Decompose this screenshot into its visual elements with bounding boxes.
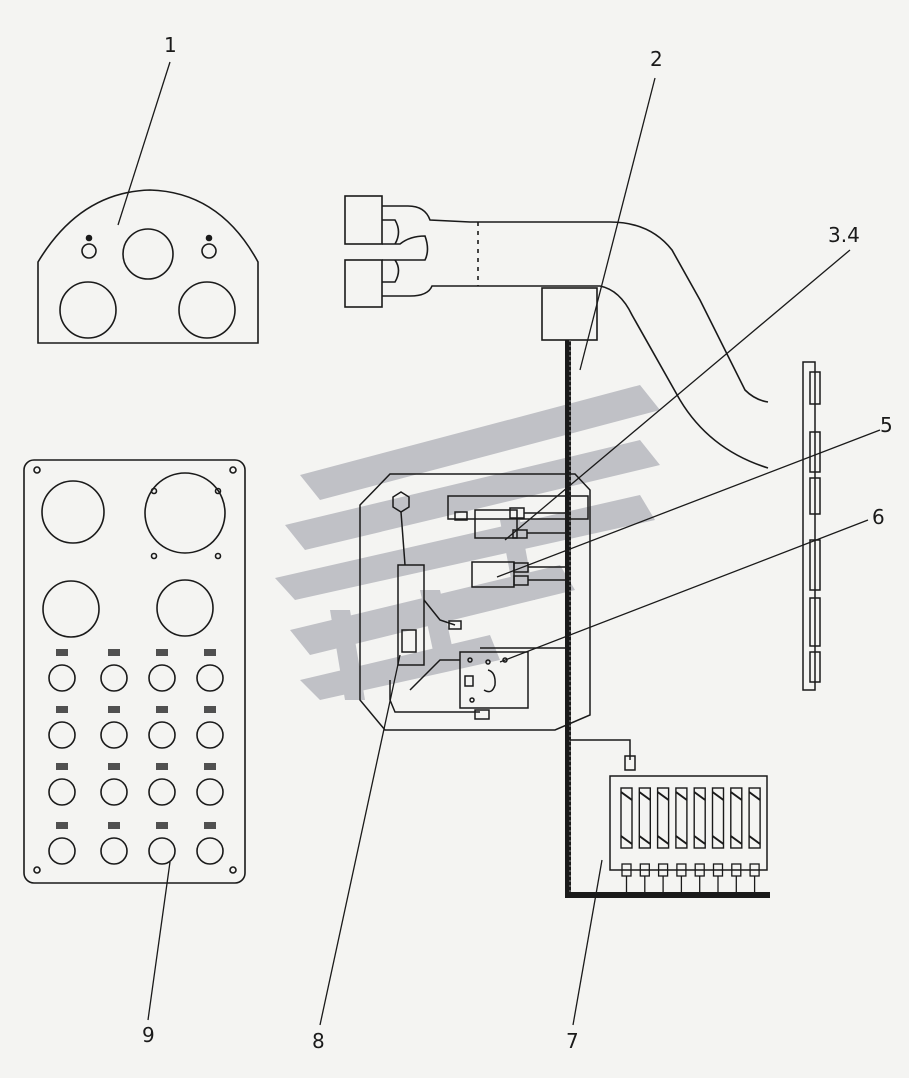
indicator-lamp bbox=[196, 664, 224, 692]
label-2: 2 bbox=[650, 47, 663, 71]
gauge-cluster-1 bbox=[37, 189, 259, 344]
indicator-symbol-icon bbox=[156, 763, 168, 770]
harness-assembly-2 bbox=[344, 195, 769, 469]
connector-upper bbox=[344, 195, 383, 245]
label-7: 7 bbox=[566, 1029, 579, 1053]
fuse-clip bbox=[730, 791, 743, 801]
gauge-center bbox=[122, 228, 174, 280]
relay-34 bbox=[474, 509, 518, 539]
relay-5 bbox=[471, 561, 515, 588]
relay-6 bbox=[459, 651, 529, 709]
indicator-lamp bbox=[148, 778, 176, 806]
label-6: 6 bbox=[872, 505, 885, 529]
fuse-clip bbox=[638, 835, 651, 845]
label-1: 1 bbox=[164, 33, 177, 57]
fuse-clip bbox=[620, 835, 633, 845]
fuse-clip bbox=[657, 835, 670, 845]
gauge-right bbox=[178, 281, 236, 339]
indicator-symbol-icon bbox=[156, 649, 168, 656]
indicator-lamp bbox=[196, 837, 224, 865]
fuse bbox=[638, 787, 651, 849]
label-8: 8 bbox=[312, 1029, 325, 1053]
fuse-clip bbox=[730, 835, 743, 845]
fuse bbox=[711, 787, 725, 849]
indicator-lamp bbox=[196, 721, 224, 749]
indicator-lamp bbox=[100, 664, 128, 692]
indicator-lamp bbox=[196, 778, 224, 806]
main-cable bbox=[565, 340, 770, 898]
indicator-lamp bbox=[100, 721, 128, 749]
indicator-lamp bbox=[148, 664, 176, 692]
mounting-plate bbox=[359, 473, 591, 731]
leader-lines bbox=[117, 61, 881, 1026]
gauge-large-3 bbox=[42, 580, 100, 638]
switch-strip bbox=[802, 361, 821, 691]
gauge-left bbox=[59, 281, 117, 339]
indicator-symbol-icon bbox=[204, 706, 216, 713]
fuse-block-7 bbox=[609, 775, 768, 893]
fuse-clip bbox=[748, 791, 761, 801]
indicator-symbol-icon bbox=[156, 706, 168, 713]
fuse-clip bbox=[675, 791, 688, 801]
label-5: 5 bbox=[880, 413, 893, 437]
fuse bbox=[620, 787, 633, 849]
indicator-lamp bbox=[100, 837, 128, 865]
indicator-lamp bbox=[148, 837, 176, 865]
fuse-clip bbox=[711, 835, 725, 845]
indicator-symbol-icon bbox=[204, 763, 216, 770]
indicator-lamp bbox=[48, 721, 76, 749]
fuse bbox=[748, 787, 761, 849]
warning-lamp-left bbox=[81, 243, 97, 259]
fuse bbox=[693, 787, 706, 849]
fuse-clip bbox=[693, 835, 706, 845]
fuse bbox=[656, 787, 670, 849]
indicator-symbol-icon bbox=[108, 649, 120, 656]
gauge-large-2 bbox=[144, 472, 226, 554]
indicator-lamp bbox=[100, 778, 128, 806]
label-9: 9 bbox=[142, 1023, 155, 1047]
indicator-symbol-icon bbox=[156, 822, 168, 829]
fuse bbox=[730, 787, 743, 849]
indicator-symbol-icon bbox=[108, 763, 120, 770]
indicator-symbol-icon bbox=[204, 649, 216, 656]
indicator-symbol-icon bbox=[56, 763, 68, 770]
fuse-clip bbox=[693, 791, 706, 801]
indicator-lamp bbox=[48, 664, 76, 692]
label-34: 3.4 bbox=[828, 223, 860, 247]
fuse-clip bbox=[657, 791, 670, 801]
instrument-panel-9 bbox=[23, 459, 246, 884]
indicator-lamp bbox=[48, 837, 76, 865]
warning-lamp-right bbox=[201, 243, 217, 259]
indicator-symbol-icon bbox=[56, 649, 68, 656]
fuse-clip bbox=[711, 791, 725, 801]
indicator-symbol-icon bbox=[108, 822, 120, 829]
indicator-symbol-icon bbox=[108, 706, 120, 713]
indicator-lamp bbox=[148, 721, 176, 749]
junction-box bbox=[541, 287, 598, 341]
indicator-lamp bbox=[48, 778, 76, 806]
gauge-large-4 bbox=[156, 579, 214, 637]
fuse-clip bbox=[620, 791, 633, 801]
fuse-clip bbox=[638, 791, 651, 801]
gauge-large-1 bbox=[41, 480, 105, 544]
panel-indicators bbox=[48, 649, 224, 865]
fuse-clip bbox=[675, 835, 688, 845]
indicator-symbol-icon bbox=[56, 706, 68, 713]
indicator-symbol-icon bbox=[56, 822, 68, 829]
connector-lower bbox=[344, 259, 383, 308]
fuse bbox=[675, 787, 688, 849]
item-labels: 1 2 3.4 5 6 7 8 9 bbox=[142, 33, 893, 1053]
fuse-clip bbox=[748, 835, 761, 845]
indicator-symbol-icon bbox=[204, 822, 216, 829]
